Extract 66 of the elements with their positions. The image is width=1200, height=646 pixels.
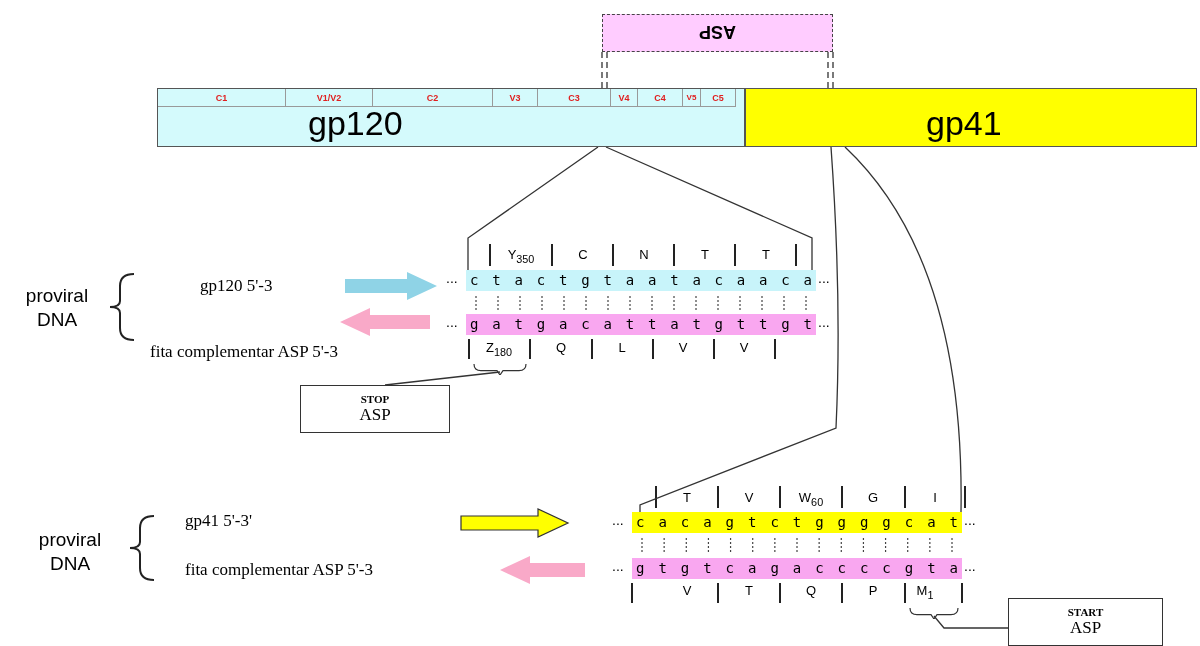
region-segment: V3 xyxy=(493,89,538,107)
callout-text: ASP xyxy=(1068,618,1103,638)
codon-label: N xyxy=(639,247,649,262)
codon-label: L xyxy=(618,340,626,355)
region-segment: C3 xyxy=(538,89,611,107)
region-segment: C4 xyxy=(638,89,683,107)
codon-label: T xyxy=(762,247,770,262)
codon-label: Y$_{350}$ xyxy=(507,247,535,265)
codon-label: I xyxy=(933,490,937,505)
zoom-line xyxy=(639,146,962,513)
codon-label: C xyxy=(578,247,588,262)
leader-line xyxy=(384,371,501,386)
region-segment: C2 xyxy=(373,89,493,107)
ellipsis-text: ... xyxy=(446,269,458,288)
region-segment: V5 xyxy=(683,89,701,107)
codon-label: V xyxy=(739,340,749,355)
codon-label: T xyxy=(701,247,709,262)
codon-label: V xyxy=(682,583,692,598)
flipped-label: ASP xyxy=(699,21,736,44)
sequence-text: g a t g a c a t t a t g t t g t xyxy=(470,315,812,334)
callout-box xyxy=(1008,598,1163,646)
strand-label: fita complementar ASP 5'-3 xyxy=(185,560,373,580)
codon-bracket xyxy=(473,361,527,372)
ellipsis-text: ... xyxy=(964,511,976,530)
region-segment: V4 xyxy=(611,89,638,107)
codon-label: Z$_{180}$ xyxy=(486,340,512,358)
codon-label: Q xyxy=(555,340,567,355)
ellipsis-text: ... xyxy=(964,557,976,576)
sequence-text: c t a c t g t a a t a c a a c a xyxy=(470,271,812,290)
strand-label: gp41 5'-3' xyxy=(185,511,253,531)
ellipsis-text: ... xyxy=(818,313,830,332)
callout-box xyxy=(300,385,450,433)
codon-label: P xyxy=(868,583,878,598)
sequence-text: c a c a g t c t g g g g c a t xyxy=(636,513,958,532)
codon-label: T xyxy=(745,583,753,598)
protein-bar xyxy=(157,88,745,147)
sequence-text: g t g t c a g a c c c c g t a xyxy=(636,559,958,578)
proviral-dna-label: proviral DNA xyxy=(24,284,90,332)
codon-label: M$_{1}$ xyxy=(916,583,934,601)
codon-label: G xyxy=(867,490,879,505)
ellipsis-text: ... xyxy=(612,511,624,530)
codon-label: V xyxy=(744,490,754,505)
dashed-guide-line xyxy=(601,51,608,90)
region-segment: C1 xyxy=(158,89,286,107)
asp-box xyxy=(602,14,833,52)
strand-label: fita complementar ASP 5'-3 xyxy=(150,342,338,362)
codon-label: V xyxy=(678,340,688,355)
codon-label: T xyxy=(683,490,691,505)
callout-text: ASP xyxy=(358,405,392,425)
leader-line xyxy=(933,615,1009,629)
region-segment: C5 xyxy=(701,89,736,107)
protein-label: gp41 xyxy=(926,103,1002,143)
ellipsis-text: ... xyxy=(612,557,624,576)
ellipsis-text: ... xyxy=(446,313,458,332)
codon-label: Q xyxy=(805,583,817,598)
codon-bracket xyxy=(909,605,959,616)
strand-label: gp120 5'-3 xyxy=(200,276,273,296)
region-segment: V1/V2 xyxy=(286,89,373,107)
ellipsis-text: ... xyxy=(818,269,830,288)
proviral-dna-label: proviral DNA xyxy=(37,528,103,576)
dashed-guide-line xyxy=(827,51,834,89)
callout-heading: START xyxy=(1066,606,1105,618)
protein-bar xyxy=(745,88,1197,147)
callout-heading: STOP xyxy=(359,393,391,405)
codon-label: W$_{60}$ xyxy=(798,490,824,508)
zoom-line xyxy=(467,146,813,271)
